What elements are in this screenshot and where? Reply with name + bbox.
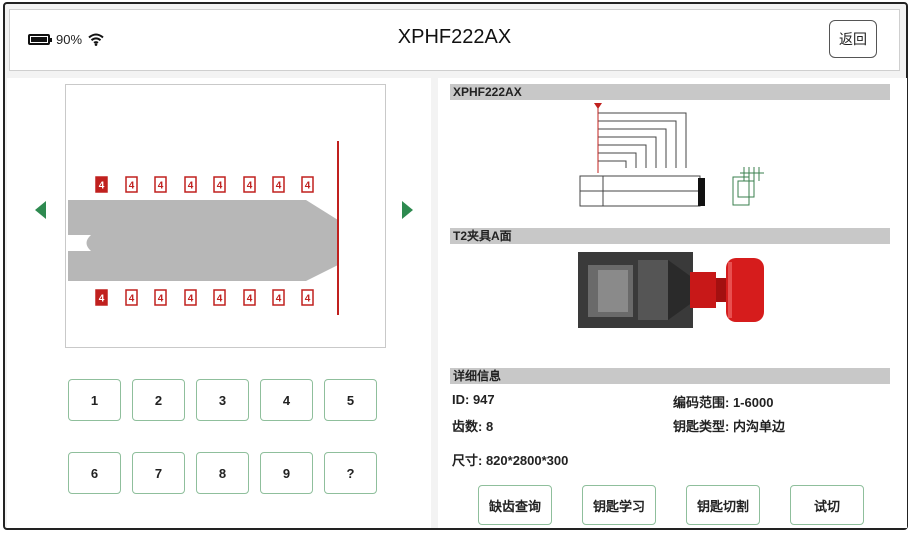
key-blade-shape: [68, 200, 338, 281]
battery-percent: 90%: [56, 32, 83, 47]
cut-depth-marker[interactable]: 4: [125, 176, 138, 193]
detail-id: ID: 947: [452, 392, 495, 407]
cut-depth-value: 4: [305, 294, 311, 305]
cut-depth-value: 4: [276, 181, 282, 192]
keypad-button-8[interactable]: 8: [196, 452, 249, 494]
cut-depth-marker[interactable]: 4: [184, 289, 197, 306]
key-diagram: 4 4 4 4 4 4 4 4 4 4 4 4 4 4 4 4: [68, 141, 339, 315]
right-panel: XPHF222AX T2夹具A面: [438, 78, 907, 528]
cut-depth-value: 4: [158, 294, 164, 305]
cut-depth-value: 4: [305, 181, 311, 192]
cut-depth-value: 4: [188, 181, 194, 192]
keypad-button-1[interactable]: 1: [68, 379, 121, 421]
cut-depth-marker[interactable]: 4: [272, 176, 285, 193]
cut-depth-marker[interactable]: 4: [243, 289, 256, 306]
keypad-button-4[interactable]: 4: [260, 379, 313, 421]
key-preview: 4 4 4 4 4 4 4 4 4 4 4 4 4 4 4 4: [65, 84, 386, 348]
missing-tooth-query-button[interactable]: 缺齿查询: [478, 485, 552, 525]
cut-depth-marker[interactable]: 4: [272, 289, 285, 306]
detail-key-type: 钥匙类型: 内沟单边: [673, 419, 785, 434]
page-title: XPHF222AX: [397, 26, 512, 48]
cut-depth-marker[interactable]: 4: [213, 289, 226, 306]
previous-arrow-icon[interactable]: [35, 201, 46, 219]
cut-depth-value: 4: [129, 181, 135, 192]
cut-depth-marker[interactable]: 4: [125, 289, 138, 306]
key-profile-drawing: [579, 103, 764, 207]
cut-depth-value: 4: [158, 181, 164, 192]
cut-depth-marker[interactable]: 4: [301, 176, 314, 193]
cut-depth-marker[interactable]: 4: [95, 289, 108, 306]
cut-depth-marker[interactable]: 4: [154, 176, 167, 193]
cut-depth-value: 4: [99, 181, 105, 192]
detail-teeth: 齿数: 8: [452, 419, 494, 434]
cut-depth-value: 4: [247, 294, 253, 305]
keypad-button-2[interactable]: 2: [132, 379, 185, 421]
cut-depth-value: 4: [99, 294, 105, 305]
wifi-icon: [88, 33, 104, 46]
cut-depth-value: 4: [188, 294, 194, 305]
cut-depth-value: 4: [247, 181, 253, 192]
cut-depth-value: 4: [217, 181, 223, 192]
cut-depth-value: 4: [217, 294, 223, 305]
cut-depth-marker[interactable]: 4: [213, 176, 226, 193]
trial-cut-button[interactable]: 试切: [790, 485, 864, 525]
cut-depth-value: 4: [129, 294, 135, 305]
cut-depth-marker[interactable]: 4: [243, 176, 256, 193]
cut-depth-marker[interactable]: 4: [301, 289, 314, 306]
back-button[interactable]: 返回: [829, 20, 877, 58]
keypad-button-5[interactable]: 5: [324, 379, 377, 421]
cut-depth-marker[interactable]: 4: [184, 176, 197, 193]
details-header: 详细信息: [450, 368, 890, 384]
cut-depth-marker[interactable]: 4: [95, 176, 108, 193]
fixture-header: T2夹具A面: [450, 228, 890, 244]
next-arrow-icon[interactable]: [402, 201, 413, 219]
key-name-header: XPHF222AX: [450, 84, 890, 100]
keypad-help-button[interactable]: ?: [324, 452, 377, 494]
keypad-button-6[interactable]: 6: [68, 452, 121, 494]
key-cut-button[interactable]: 钥匙切割: [686, 485, 760, 525]
header-bar: 90% XPHF222AX 返回: [9, 9, 900, 71]
cut-depth-value: 4: [276, 294, 282, 305]
keypad-button-3[interactable]: 3: [196, 379, 249, 421]
keypad-button-9[interactable]: 9: [260, 452, 313, 494]
keypad-button-7[interactable]: 7: [132, 452, 185, 494]
status-area: 90%: [28, 32, 104, 47]
cut-depth-marker[interactable]: 4: [154, 289, 167, 306]
detail-size: 尺寸: 820*2800*300: [452, 453, 569, 468]
fixture-image: [578, 252, 764, 328]
detail-code-range: 编码范围: 1-6000: [673, 395, 774, 410]
battery-icon: [28, 34, 52, 45]
key-learn-button[interactable]: 钥匙学习: [582, 485, 656, 525]
